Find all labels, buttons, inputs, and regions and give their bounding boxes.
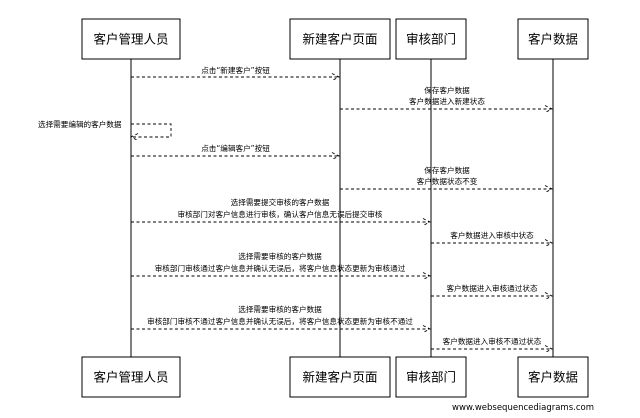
message-label: 审核部门审核不通过客户信息并确认无误后，将客户信息状态更新为审核不通过 (147, 316, 413, 326)
message-select-edit-customer: 选择需要编辑的客户数据 (38, 119, 172, 141)
message-label: 客户数据进入审核通过状态 (446, 283, 538, 293)
arrowhead-icon (544, 292, 554, 300)
message-label: 客户数据进入审核中状态 (450, 230, 534, 240)
arrowhead-icon (422, 325, 432, 333)
arrowhead-icon (544, 239, 554, 247)
message-label: 客户数据进入新建状态 (409, 96, 485, 106)
message-review-rejected: 选择需要审核的客户数据 审核部门审核不通过客户信息并确认无误后，将客户信息状态更… (131, 304, 432, 333)
message-label: 审核部门对客户信息进行审核，确认客户信息无误后提交审核 (177, 209, 382, 219)
participant-review-department-top: 审核部门 (395, 18, 467, 60)
message-click-edit-customer: 点击“编辑客户”按钮 (131, 143, 341, 160)
message-label: 选择需要审核的客户数据 (238, 304, 322, 314)
message-label: 选择需要提交审核的客户数据 (231, 197, 330, 207)
arrowhead-icon (331, 152, 341, 160)
message-label: 保存客户数据 (424, 165, 470, 175)
participant-new-customer-page-top: 新建客户页面 (289, 18, 391, 60)
message-label: 选择需要编辑的客户数据 (38, 119, 122, 129)
message-save-new-customer: 保存客户数据 客户数据进入新建状态 (340, 85, 554, 113)
participant-new-customer-page-bottom: 新建客户页面 (289, 356, 391, 398)
arrowhead-icon (129, 133, 139, 141)
message-status-approved: 客户数据进入审核通过状态 (431, 283, 554, 300)
arrowhead-icon (544, 185, 554, 193)
participant-review-department-bottom: 审核部门 (395, 356, 467, 398)
message-click-new-customer: 点击“新建客户”按钮 (131, 65, 341, 81)
participant-label: 客户管理人员 (93, 32, 168, 47)
participant-label: 客户数据 (528, 32, 578, 47)
message-label: 审核部门审核通过客户信息并确认无误后，将客户信息状态更新为审核通过 (155, 263, 406, 273)
message-label: 客户数据状态不变 (417, 176, 478, 186)
message-save-edited-customer: 保存客户数据 客户数据状态不变 (340, 165, 554, 193)
message-label: 客户数据进入审核不通过状态 (443, 336, 542, 346)
participant-label: 客户管理人员 (93, 370, 168, 385)
arrowhead-icon (422, 272, 432, 280)
message-label: 点击“新建客户”按钮 (201, 65, 270, 75)
message-review-approved: 选择需要审核的客户数据 审核部门审核通过客户信息并确认无误后，将客户信息状态更新… (131, 251, 432, 280)
message-label: 保存客户数据 (424, 85, 470, 95)
participant-customer-data-bottom: 客户数据 (517, 356, 589, 398)
arrowhead-icon (544, 345, 554, 353)
participant-customer-manager-top: 客户管理人员 (81, 18, 181, 60)
message-label: 选择需要审核的客户数据 (238, 251, 322, 261)
message-status-in-review: 客户数据进入审核中状态 (431, 230, 554, 247)
participant-label: 审核部门 (406, 370, 456, 385)
participant-label: 客户数据 (528, 370, 578, 385)
message-status-rejected: 客户数据进入审核不通过状态 (431, 336, 554, 353)
participant-label: 审核部门 (406, 32, 456, 47)
arrowhead-icon (544, 105, 554, 113)
self-message-line (131, 123, 172, 138)
arrowhead-icon (331, 73, 341, 81)
participant-customer-manager-bottom: 客户管理人员 (81, 356, 181, 398)
message-submit-for-review: 选择需要提交审核的客户数据 审核部门对客户信息进行审核，确认客户信息无误后提交审… (131, 197, 432, 226)
message-label: 点击“编辑客户”按钮 (201, 143, 270, 153)
watermark-link[interactable]: www.websequencediagrams.com (452, 403, 594, 413)
participant-customer-data-top: 客户数据 (517, 18, 589, 60)
participant-label: 新建客户页面 (302, 32, 377, 47)
arrowhead-icon (422, 218, 432, 226)
participant-label: 新建客户页面 (302, 370, 377, 385)
